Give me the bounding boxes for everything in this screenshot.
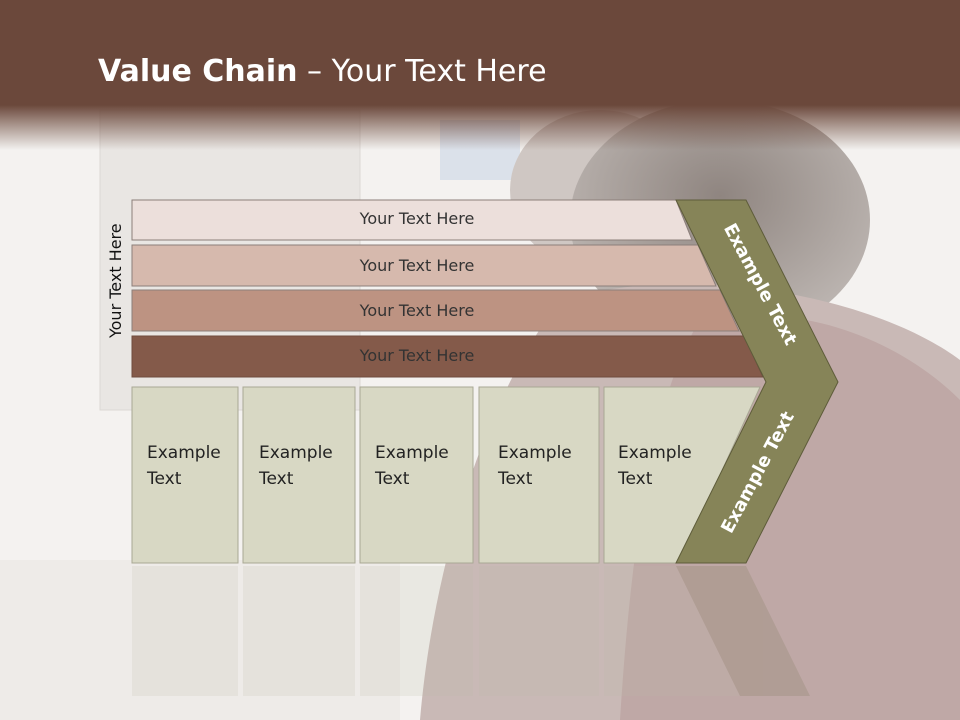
bar-label-3: Your Text Here <box>359 301 475 320</box>
bar-label-2: Your Text Here <box>359 256 475 275</box>
box-1 <box>131 386 239 564</box>
box-label-4: Example Text <box>498 443 572 489</box>
bar-1 <box>131 199 693 241</box>
box-2 <box>242 386 356 564</box>
title-bar <box>0 0 960 150</box>
bar-label-1: Your Text Here <box>359 209 475 228</box>
slide-title: Value Chain – Your Text Here <box>98 54 547 89</box>
title-bold: Value Chain <box>98 54 298 89</box>
box-3 <box>359 386 474 564</box>
box-label-5: Example Text <box>618 443 692 489</box>
box-label-3: Example Text <box>375 443 449 489</box>
bar-2 <box>131 244 717 287</box>
title-rest: – Your Text Here <box>297 54 547 89</box>
chevron <box>675 199 839 564</box>
bar-3 <box>131 289 740 332</box>
box-label-1: Example Text <box>147 443 221 489</box>
box-label-2: Example Text <box>259 443 333 489</box>
box-4 <box>478 386 600 564</box>
bar-label-4: Your Text Here <box>359 346 475 365</box>
reflection-shapes <box>132 566 810 696</box>
